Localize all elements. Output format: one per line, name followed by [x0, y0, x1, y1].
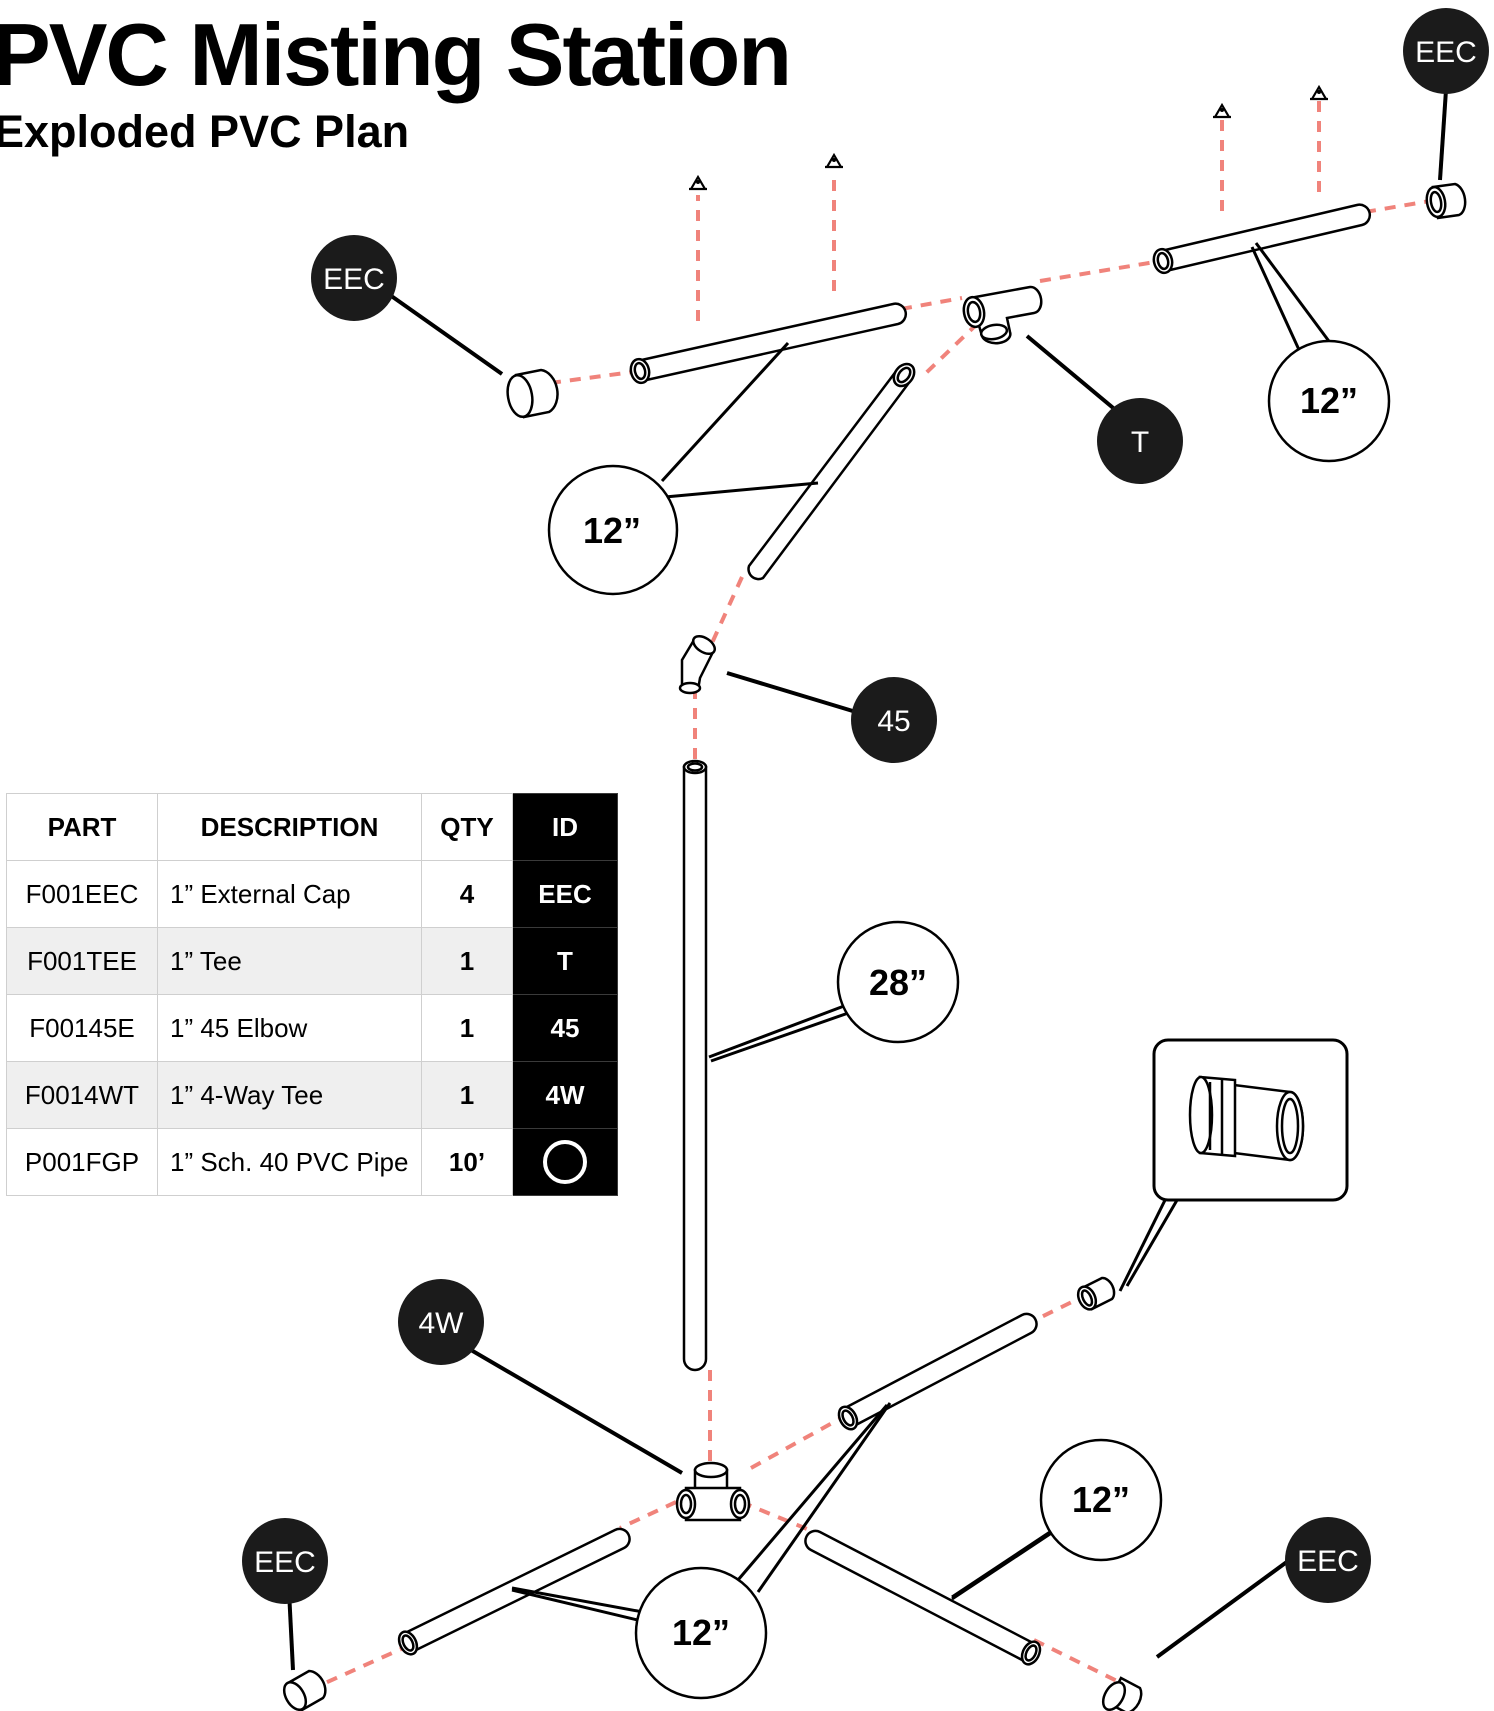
hose-adapter-icon: [1188, 1075, 1305, 1162]
qty-cell: 10’: [421, 1128, 513, 1196]
description-cell: 1” 45 Elbow: [157, 994, 422, 1062]
table-row: F00145E 1” 45 Elbow 1 45: [6, 994, 618, 1062]
description-cell: 1” Tee: [157, 927, 422, 995]
header-part: PART: [6, 793, 158, 861]
callout-28: [836, 920, 960, 1044]
table-row: F001EEC 1” External Cap 4 EEC: [6, 860, 618, 928]
id-cell: EEC: [512, 860, 618, 928]
page-title: PVC Misting Station: [0, 5, 792, 104]
callout-eec-top-left: [311, 235, 397, 321]
callout-eec-top-right: [1403, 8, 1489, 94]
description-cell: 1” Sch. 40 PVC Pipe: [157, 1128, 422, 1196]
id-cell: 4W: [512, 1061, 618, 1129]
qty-cell: 4: [421, 860, 513, 928]
header-description: DESCRIPTION: [157, 793, 422, 861]
label-eec-bottom-left: EEC: [254, 1546, 316, 1579]
table-row: P001FGP 1” Sch. 40 PVC Pipe 10’: [6, 1128, 618, 1196]
callout-12-bottom: [634, 1566, 768, 1700]
qty-cell: 1: [421, 1061, 513, 1129]
label-eec-top-left: EEC: [323, 263, 385, 296]
label-eec-bottom-right: EEC: [1297, 1545, 1359, 1578]
pipe-lower-right-down: [804, 1529, 1042, 1666]
part-cell: P001FGP: [6, 1128, 158, 1196]
cap-upper-right: [1425, 182, 1467, 220]
label-12-bottom: 12”: [672, 1612, 730, 1653]
part-cell: F001TEE: [6, 927, 158, 995]
callout-12-bottom-right: [1039, 1438, 1163, 1562]
callout-12-top-right: [1267, 339, 1391, 463]
table-header-row: PART DESCRIPTION QTY ID: [6, 793, 618, 861]
label-4w: 4W: [419, 1307, 465, 1340]
label-12-top-left: 12”: [583, 510, 641, 551]
callout-12-top-left: [547, 464, 679, 596]
id-cell: T: [512, 927, 618, 995]
cap-lower-right: [1101, 1676, 1143, 1711]
tee-fitting: [962, 285, 1043, 345]
pipe-upper-left: [629, 302, 907, 385]
pipe-lower-right-up: [837, 1312, 1038, 1431]
mister-nozzle-icon: [687, 85, 1330, 191]
callout-eec-bottom-right: [1285, 1517, 1371, 1603]
id-cell: 45: [512, 994, 618, 1062]
part-cell: F00145E: [6, 994, 158, 1062]
header-id: ID: [512, 793, 618, 861]
pipe-upper-right: [1152, 203, 1371, 275]
callout-4w: [398, 1279, 484, 1365]
label-28: 28”: [869, 962, 927, 1003]
pipe-diagonal: [747, 362, 916, 581]
id-cell: [512, 1128, 618, 1196]
table-row: F001TEE 1” Tee 1 T: [6, 927, 618, 995]
cap-upper-left: [506, 368, 559, 419]
label-12-bottom-right: 12”: [1072, 1479, 1130, 1520]
label-12-top-right: 12”: [1300, 380, 1358, 421]
callout-tee: [1097, 398, 1183, 484]
header-qty: QTY: [421, 793, 513, 861]
description-cell: 1” External Cap: [157, 860, 422, 928]
hose-adapter-detail-box: [1152, 1038, 1349, 1202]
assembly-guide-lines: [313, 98, 1431, 1690]
table-row: F0014WT 1” 4-Way Tee 1 4W: [6, 1061, 618, 1129]
page-subtitle: Exploded PVC Plan: [0, 106, 410, 157]
qty-cell: 1: [421, 927, 513, 995]
four-way-tee-fitting: [675, 1461, 751, 1522]
callout-eec-bottom-left: [242, 1518, 328, 1604]
label-tee: T: [1131, 426, 1149, 459]
label-45: 45: [877, 705, 910, 738]
hose-adapter-small: [1076, 1276, 1116, 1311]
label-eec-top-right: EEC: [1415, 36, 1477, 69]
elbow-45-fitting: [678, 634, 717, 695]
cap-lower-left: [282, 1669, 327, 1711]
callout-45: [851, 677, 937, 763]
pipe-lower-left: [397, 1527, 631, 1656]
qty-cell: 1: [421, 994, 513, 1062]
part-cell: F0014WT: [6, 1061, 158, 1129]
ring-icon: [543, 1140, 587, 1184]
pipe-vertical: [682, 759, 708, 1372]
parts-table: PART DESCRIPTION QTY ID F001EEC 1” Exter…: [6, 793, 618, 1196]
description-cell: 1” 4-Way Tee: [157, 1061, 422, 1129]
part-cell: F001EEC: [6, 860, 158, 928]
